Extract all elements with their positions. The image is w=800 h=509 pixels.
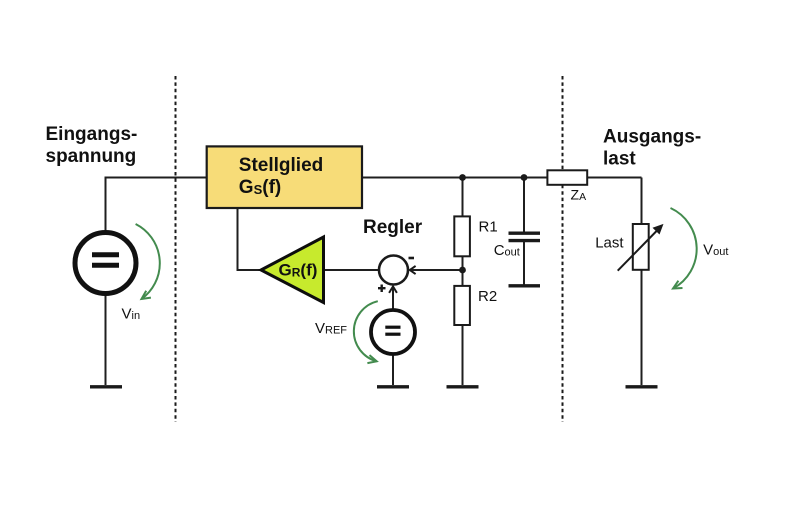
svg-text:GR(f): GR(f): [279, 261, 318, 280]
svg-text:Cout: Cout: [494, 242, 520, 259]
svg-text:spannung: spannung: [46, 146, 137, 167]
svg-text:Eingangs-: Eingangs-: [46, 124, 138, 145]
svg-text:Stellglied: Stellglied: [239, 155, 323, 176]
svg-text:Regler: Regler: [363, 217, 423, 238]
svg-text:last: last: [603, 148, 636, 169]
svg-text:R2: R2: [478, 288, 497, 305]
svg-text:Vin: Vin: [122, 306, 141, 323]
svg-text:Vout: Vout: [703, 242, 728, 259]
svg-text:Last: Last: [595, 234, 624, 251]
svg-text:ZA: ZA: [571, 187, 587, 204]
svg-text:R1: R1: [479, 219, 498, 236]
svg-text:Ausgangs-: Ausgangs-: [603, 126, 701, 147]
svg-text:VREF: VREF: [315, 320, 347, 337]
svg-text:GS(f): GS(f): [239, 177, 281, 198]
